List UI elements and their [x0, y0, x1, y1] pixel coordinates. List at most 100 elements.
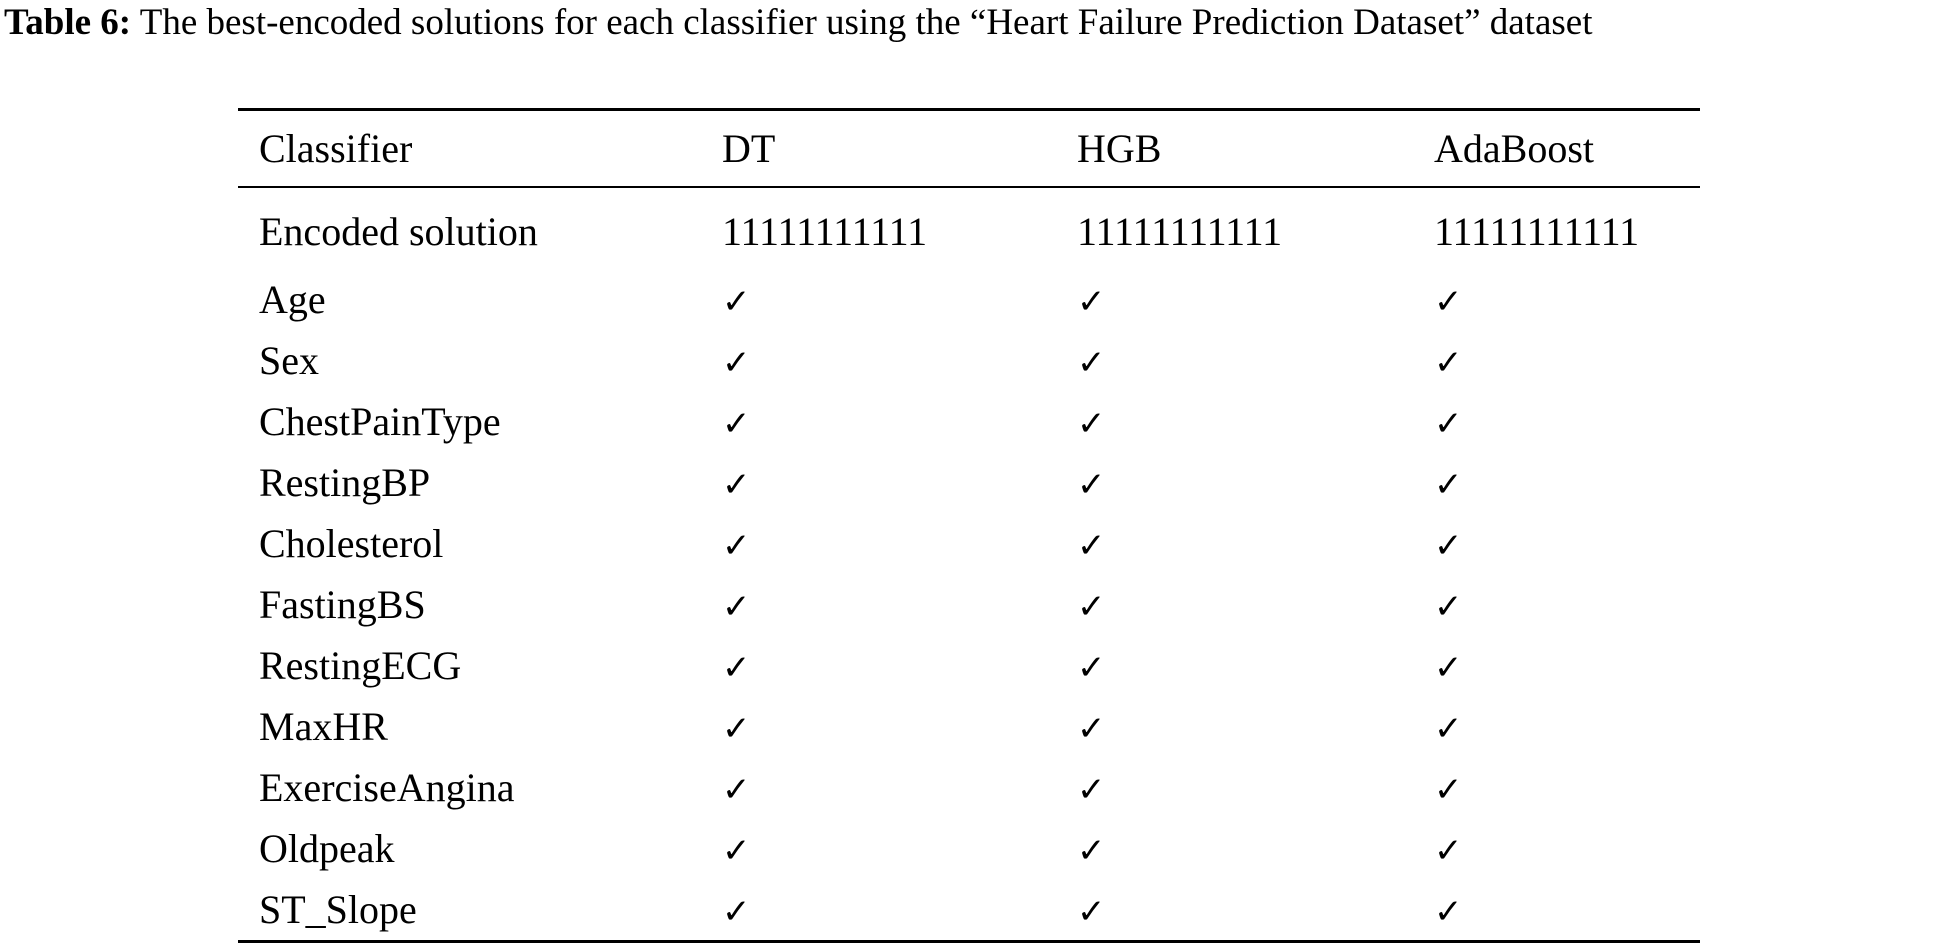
feature-name: RestingECG — [259, 643, 462, 688]
row-label: Encoded solution — [259, 209, 538, 254]
encoded-solution-adaboost: 11111111111 — [1434, 209, 1640, 254]
checkmark-icon: ✓ — [1434, 892, 1463, 932]
check-cell-hgb: ✓ — [1056, 330, 1413, 391]
checkmark-icon: ✓ — [722, 404, 751, 444]
table-row: ExerciseAngina ✓ ✓ ✓ — [238, 757, 1700, 818]
checkmark-icon: ✓ — [722, 709, 751, 749]
check-cell-hgb: ✓ — [1056, 635, 1413, 696]
checkmark-icon: ✓ — [1434, 404, 1463, 444]
check-cell-dt: ✓ — [701, 818, 1056, 879]
check-cell-dt: ✓ — [701, 330, 1056, 391]
check-cell-adaboost: ✓ — [1413, 635, 1700, 696]
check-cell-hgb: ✓ — [1056, 757, 1413, 818]
feature-name: RestingBP — [259, 460, 431, 505]
feature-name: FastingBS — [259, 582, 426, 627]
check-cell-hgb: ✓ — [1056, 879, 1413, 942]
checkmark-icon: ✓ — [1077, 465, 1106, 505]
checkmark-icon: ✓ — [1077, 587, 1106, 627]
checkmark-icon: ✓ — [1077, 770, 1106, 810]
checkmark-icon: ✓ — [722, 526, 751, 566]
feature-name: ST_Slope — [259, 887, 417, 932]
check-cell-dt: ✓ — [701, 696, 1056, 757]
check-cell-adaboost: ✓ — [1413, 269, 1700, 330]
check-cell-adaboost: ✓ — [1413, 696, 1700, 757]
table-caption: Table 6: The best-encoded solutions for … — [4, 0, 1954, 45]
feature-name: Cholesterol — [259, 521, 444, 566]
check-cell-dt: ✓ — [701, 574, 1056, 635]
checkmark-icon: ✓ — [1434, 282, 1463, 322]
check-cell-dt: ✓ — [701, 452, 1056, 513]
check-cell-dt: ✓ — [701, 391, 1056, 452]
feature-name: ChestPainType — [259, 399, 501, 444]
table-row: RestingECG ✓ ✓ ✓ — [238, 635, 1700, 696]
checkmark-icon: ✓ — [1077, 831, 1106, 871]
results-table-container: Classifier DT HGB AdaBoost Encoded solut… — [238, 108, 1700, 943]
check-cell-hgb: ✓ — [1056, 269, 1413, 330]
check-cell-hgb: ✓ — [1056, 391, 1413, 452]
column-header-dt: DT — [722, 126, 776, 171]
check-cell-adaboost: ✓ — [1413, 513, 1700, 574]
check-cell-dt: ✓ — [701, 879, 1056, 942]
encoded-solution-hgb: 11111111111 — [1077, 209, 1283, 254]
table-row: ChestPainType ✓ ✓ ✓ — [238, 391, 1700, 452]
table-caption-label: Table 6: — [4, 2, 132, 43]
results-table: Classifier DT HGB AdaBoost Encoded solut… — [238, 108, 1700, 943]
feature-name: Sex — [259, 338, 319, 383]
check-cell-hgb: ✓ — [1056, 574, 1413, 635]
table-caption-text: The best-encoded solutions for each clas… — [131, 2, 1593, 43]
table-header-row: Classifier DT HGB AdaBoost — [238, 109, 1700, 187]
checkmark-icon: ✓ — [1077, 282, 1106, 322]
encoded-solution-row: Encoded solution 11111111111 11111111111… — [238, 187, 1700, 269]
check-cell-adaboost: ✓ — [1413, 391, 1700, 452]
check-cell-adaboost: ✓ — [1413, 757, 1700, 818]
check-cell-dt: ✓ — [701, 269, 1056, 330]
feature-name: Age — [259, 277, 326, 322]
checkmark-icon: ✓ — [1434, 526, 1463, 566]
feature-name: Oldpeak — [259, 826, 395, 871]
checkmark-icon: ✓ — [1434, 343, 1463, 383]
feature-name: ExerciseAngina — [259, 765, 515, 810]
check-cell-dt: ✓ — [701, 757, 1056, 818]
check-cell-hgb: ✓ — [1056, 513, 1413, 574]
feature-name: MaxHR — [259, 704, 388, 749]
column-header-hgb: HGB — [1077, 126, 1162, 171]
check-cell-adaboost: ✓ — [1413, 452, 1700, 513]
check-cell-adaboost: ✓ — [1413, 818, 1700, 879]
checkmark-icon: ✓ — [1077, 526, 1106, 566]
table-row: Sex ✓ ✓ ✓ — [238, 330, 1700, 391]
check-cell-dt: ✓ — [701, 513, 1056, 574]
table-row: MaxHR ✓ ✓ ✓ — [238, 696, 1700, 757]
checkmark-icon: ✓ — [722, 648, 751, 688]
table-row: FastingBS ✓ ✓ ✓ — [238, 574, 1700, 635]
checkmark-icon: ✓ — [1434, 770, 1463, 810]
checkmark-icon: ✓ — [1077, 343, 1106, 383]
table-row: Age ✓ ✓ ✓ — [238, 269, 1700, 330]
checkmark-icon: ✓ — [1077, 648, 1106, 688]
checkmark-icon: ✓ — [1077, 404, 1106, 444]
checkmark-icon: ✓ — [722, 892, 751, 932]
table-row: RestingBP ✓ ✓ ✓ — [238, 452, 1700, 513]
table-row: ST_Slope ✓ ✓ ✓ — [238, 879, 1700, 942]
checkmark-icon: ✓ — [1434, 465, 1463, 505]
check-cell-adaboost: ✓ — [1413, 879, 1700, 942]
check-cell-dt: ✓ — [701, 635, 1056, 696]
checkmark-icon: ✓ — [722, 770, 751, 810]
checkmark-icon: ✓ — [1434, 648, 1463, 688]
column-header-adaboost: AdaBoost — [1434, 126, 1594, 171]
encoded-solution-dt: 11111111111 — [722, 209, 928, 254]
checkmark-icon: ✓ — [722, 282, 751, 322]
check-cell-hgb: ✓ — [1056, 696, 1413, 757]
table-row: Oldpeak ✓ ✓ ✓ — [238, 818, 1700, 879]
checkmark-icon: ✓ — [722, 465, 751, 505]
checkmark-icon: ✓ — [1434, 587, 1463, 627]
checkmark-icon: ✓ — [722, 343, 751, 383]
checkmark-icon: ✓ — [1434, 831, 1463, 871]
checkmark-icon: ✓ — [1077, 892, 1106, 932]
table-row: Cholesterol ✓ ✓ ✓ — [238, 513, 1700, 574]
column-header-classifier: Classifier — [259, 126, 413, 171]
checkmark-icon: ✓ — [722, 587, 751, 627]
checkmark-icon: ✓ — [722, 831, 751, 871]
checkmark-icon: ✓ — [1434, 709, 1463, 749]
check-cell-adaboost: ✓ — [1413, 330, 1700, 391]
checkmark-icon: ✓ — [1077, 709, 1106, 749]
